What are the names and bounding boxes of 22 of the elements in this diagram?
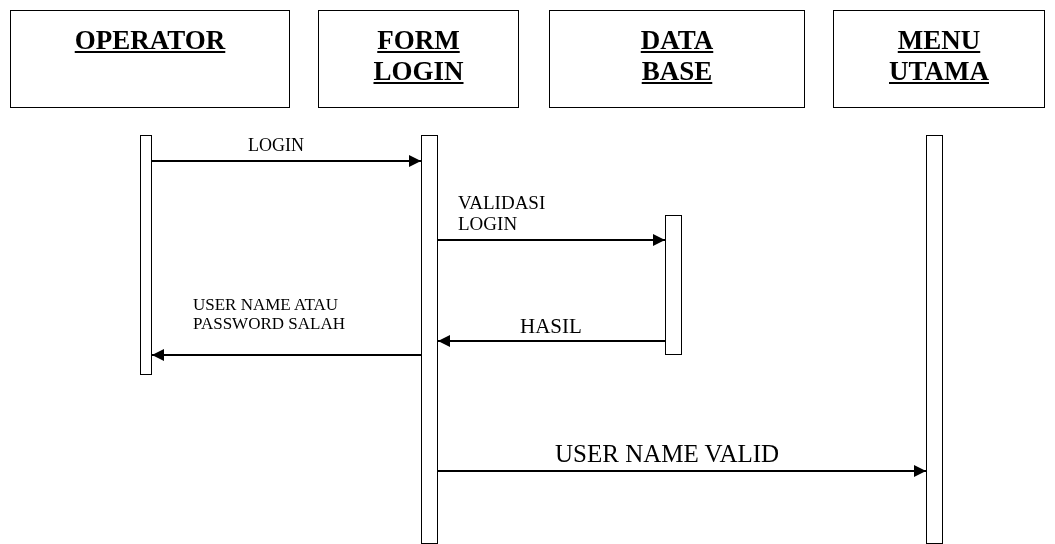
activation-bar	[140, 135, 152, 375]
lifeline-title: OPERATOR	[73, 25, 227, 57]
message-label: VALIDASI LOGIN	[458, 193, 547, 235]
message-arrow	[151, 349, 422, 361]
activation-bar	[421, 135, 438, 544]
lifeline-header-box	[549, 10, 805, 108]
message-label: HASIL	[520, 315, 582, 339]
message-label: LOGIN	[248, 136, 304, 156]
lifeline-header-box	[318, 10, 519, 108]
activation-bar	[665, 215, 682, 355]
lifeline-title: DATA BASE	[639, 25, 715, 88]
lifeline-header-box	[10, 10, 290, 108]
activation-bar	[926, 135, 943, 544]
message-arrow	[437, 465, 927, 477]
message-arrow	[151, 155, 422, 167]
message-arrow	[437, 335, 666, 347]
lifeline-title: MENU UTAMA	[888, 25, 990, 88]
message-label: USER NAME VALID	[555, 440, 780, 468]
message-arrow	[437, 234, 666, 246]
lifeline-header-box	[833, 10, 1045, 108]
message-label: USER NAME ATAU PASSWORD SALAH	[193, 296, 346, 334]
lifeline-title: FORM LOGIN	[373, 25, 464, 88]
